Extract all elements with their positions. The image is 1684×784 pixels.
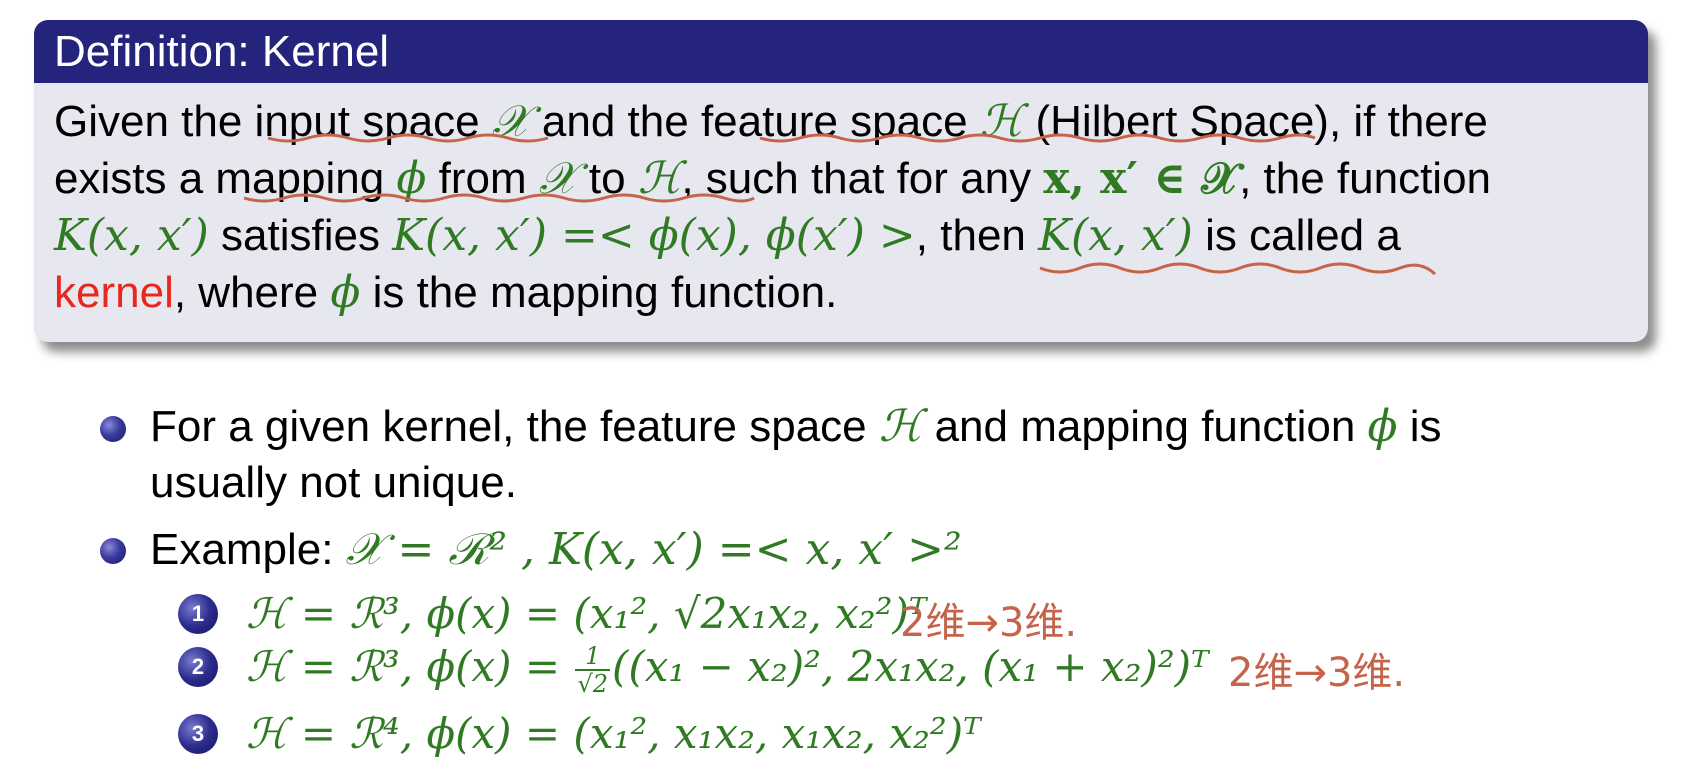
- bullet-1-continuation: usually not unique.: [150, 458, 517, 507]
- text: , the function: [1239, 154, 1492, 203]
- mapping-symbol: ϕ: [1367, 401, 1398, 452]
- example-expression: 𝒳 = ℛ² , K(x, x′) =< x, x′ >²: [345, 524, 962, 575]
- definition-block: Definition: Kernel Given the input space…: [34, 20, 1648, 342]
- bullet-marker: [100, 416, 126, 442]
- text: exists a mapping: [54, 154, 397, 203]
- text: For a given kernel, the feature space: [150, 402, 879, 451]
- feature-space-symbol: ℋ: [878, 401, 923, 452]
- example-2-expression: ℋ = ℛ³, ϕ(x) = 1√2((x₁ − x₂)², 2x₁x₂, (x…: [246, 640, 1209, 697]
- text: to: [576, 154, 638, 203]
- kernel-expression: K(x, x′): [1038, 210, 1193, 261]
- bullet-1: For a given kernel, the feature space ℋ …: [150, 400, 1442, 454]
- enum-marker-3: 3: [178, 714, 218, 754]
- text: , then: [915, 211, 1039, 260]
- definition-line-3: K(x, x′) satisfies K(x, x′) =< ϕ(x), ϕ(x…: [54, 207, 1628, 264]
- text: , where: [173, 268, 331, 317]
- input-space-symbol: 𝒳: [538, 153, 577, 204]
- definition-line-2: exists a mapping ϕ from 𝒳 to ℋ, such tha…: [54, 150, 1628, 207]
- text: from: [426, 154, 539, 203]
- math-expression: x, x′ ∈ 𝒳: [1043, 153, 1240, 204]
- feature-space-symbol: ℋ: [979, 96, 1024, 147]
- definition-line-4: kernel, where ϕ is the mapping function.: [54, 264, 1628, 321]
- fraction-numerator: 1: [575, 643, 610, 671]
- text: is called a: [1192, 211, 1401, 260]
- fraction: 1√2: [575, 643, 610, 697]
- expr-pre: ℋ = ℛ³, ϕ(x) =: [246, 642, 574, 691]
- definition-body: Given the input space 𝒳 and the feature …: [34, 83, 1648, 321]
- definition-line-1: Given the input space 𝒳 and the feature …: [54, 93, 1628, 150]
- text: , such that for any: [681, 154, 1044, 203]
- enum-marker-2: 2: [178, 647, 218, 687]
- bullet-2: Example: 𝒳 = ℛ² , K(x, x′) =< x, x′ >²: [150, 523, 962, 577]
- mapping-symbol: ϕ: [330, 267, 361, 318]
- bullet-marker: [100, 538, 126, 564]
- mapping-symbol: ϕ: [396, 153, 427, 204]
- definition-title: Definition: Kernel: [34, 20, 1648, 83]
- enum-marker-1: 1: [178, 594, 218, 634]
- input-space-symbol: 𝒳: [491, 96, 530, 147]
- feature-space-symbol: ℋ: [637, 153, 682, 204]
- expr-post: ((x₁ − x₂)², 2x₁x₂, (x₁ + x₂)²)ᵀ: [612, 642, 1209, 691]
- text: is: [1397, 402, 1442, 451]
- handwritten-note-1: 2维→3维.: [900, 600, 1078, 646]
- example-3-expression: ℋ = ℛ⁴, ϕ(x) = (x₁², x₁x₂, x₁x₂, x₂²)ᵀ: [246, 709, 981, 758]
- kernel-expression: K(x, x′): [54, 210, 209, 261]
- text: Given the input space: [54, 97, 492, 146]
- text: is the mapping function.: [360, 268, 838, 317]
- text: Example:: [150, 525, 346, 574]
- kernel-term: kernel: [54, 268, 174, 317]
- text: (Hilbert Space), if there: [1023, 97, 1488, 146]
- handwritten-note-2: 2维→3维.: [1228, 650, 1406, 696]
- text: and mapping function: [922, 402, 1368, 451]
- example-1-expression: ℋ = ℛ³, ϕ(x) = (x₁², √2x₁x₂, x₂²)ᵀ: [246, 589, 927, 638]
- fraction-denominator: √2: [577, 670, 608, 698]
- text: satisfies: [208, 211, 393, 260]
- inner-product-expression: K(x, x′) =< ϕ(x), ϕ(x′) >: [392, 210, 916, 261]
- text: and the feature space: [529, 97, 980, 146]
